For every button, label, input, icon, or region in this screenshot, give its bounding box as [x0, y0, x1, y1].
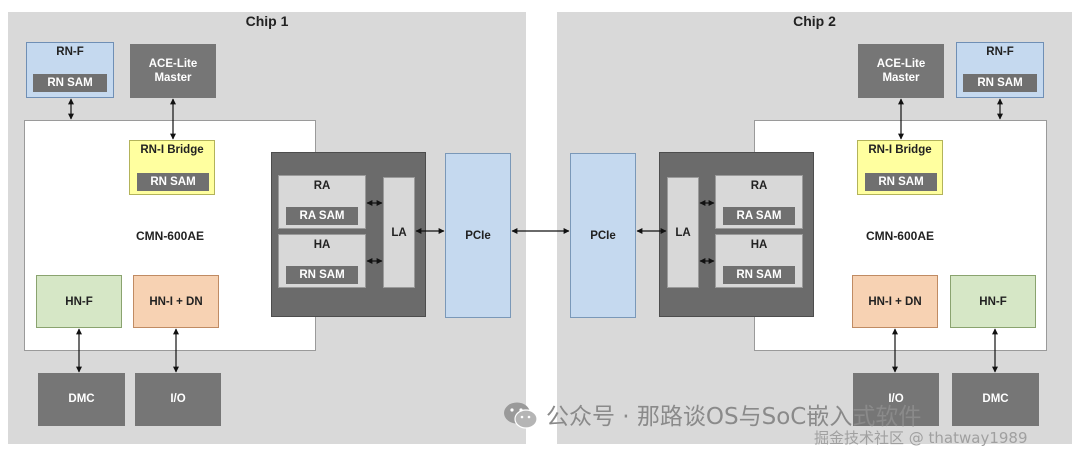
chip1-hnf-label: HN-F — [65, 295, 93, 308]
chip2-bridge-sam: RN SAM — [865, 173, 937, 191]
chip2-ra-label: RA — [750, 180, 768, 192]
chip2-ha-block: HA RN SAM — [715, 234, 803, 288]
chip1-bridge-sam: RN SAM — [137, 173, 209, 191]
chip2-la: LA — [667, 177, 699, 288]
chip1-bridge-label: RN-I Bridge — [140, 144, 204, 156]
chip2-dmc-label: DMC — [982, 393, 1009, 406]
watermark-line2: 掘金技术社区 @ thatway1989 — [814, 429, 1028, 447]
chip1-ha-block: HA RN SAM — [278, 234, 366, 288]
chip2-rni-bridge: RN-I Bridge RN SAM — [857, 140, 943, 195]
chip1-hni-dn: HN-I + DN — [133, 275, 219, 328]
chip2-ha-label: HA — [750, 239, 768, 251]
chip2-rnf-sam: RN SAM — [963, 74, 1037, 92]
chip1-rnf-sam: RN SAM — [33, 74, 107, 92]
chip2-title: Chip 2 — [793, 13, 836, 29]
chip2-cmn-label: CMN-600AE — [865, 229, 934, 243]
wechat-icon — [502, 400, 540, 430]
chip1-rnf-block: RN-F RN SAM — [26, 42, 114, 98]
chip2-ha-sam: RN SAM — [723, 266, 795, 284]
chip2-pcie: PCIe — [570, 153, 636, 318]
chip2-la-label: LA — [675, 226, 691, 239]
chip2-ace-label: ACE-Lite Master — [876, 57, 926, 84]
chip1-pcie: PCIe — [445, 153, 511, 318]
chip2-bridge-label: RN-I Bridge — [868, 144, 932, 156]
chip1-ace-label: ACE-Lite Master — [148, 57, 198, 84]
chip2-hni-dn: HN-I + DN — [852, 275, 938, 328]
chip1-rni-bridge: RN-I Bridge RN SAM — [129, 140, 215, 195]
chip1-cmn-label: CMN-600AE — [135, 229, 204, 243]
chip1-hnf: HN-F — [36, 275, 122, 328]
chip1-la-label: LA — [391, 226, 407, 239]
chip1-dmc: DMC — [38, 373, 125, 426]
chip2-hnf: HN-F — [950, 275, 1036, 328]
chip1-ha-label: HA — [313, 239, 331, 251]
chip2-ra-sam: RA SAM — [723, 207, 795, 225]
chip2-io-label: I/O — [888, 393, 904, 406]
watermark-line1: 公众号 · 那路谈OS与SoC嵌入式软件 — [546, 404, 922, 430]
watermark: 公众号 · 那路谈OS与SoC嵌入式软件 掘金技术社区 @ thatway198… — [502, 395, 1062, 455]
chip1-ra-sam: RA SAM — [286, 207, 358, 225]
chip2-pcie-label: PCIe — [590, 229, 616, 242]
chip1-la: LA — [383, 177, 415, 288]
chip1-ra-block: RA RA SAM — [278, 175, 366, 229]
chip2-io: I/O — [853, 373, 939, 426]
chip2-rnf-label: RN-F — [986, 46, 1014, 58]
chip2-hnf-label: HN-F — [979, 295, 1007, 308]
chip1-ace-lite-master: ACE-Lite Master — [130, 44, 216, 98]
chip1-dmc-label: DMC — [68, 393, 95, 406]
chip1-title: Chip 1 — [245, 13, 289, 29]
chip1-hni-label: HN-I + DN — [149, 295, 203, 308]
chip1-io: I/O — [135, 373, 221, 426]
chip1-ha-sam: RN SAM — [286, 266, 358, 284]
chip2-dmc: DMC — [952, 373, 1039, 426]
chip1-ra-label: RA — [313, 180, 331, 192]
chip2-rnf-block: RN-F RN SAM — [956, 42, 1044, 98]
chip2-ra-block: RA RA SAM — [715, 175, 803, 229]
chip1-pcie-label: PCIe — [465, 229, 491, 242]
chip2-hni-label: HN-I + DN — [868, 295, 922, 308]
chip1-rnf-label: RN-F — [56, 46, 84, 58]
chip2-ace-lite-master: ACE-Lite Master — [858, 44, 944, 98]
chip1-io-label: I/O — [170, 393, 186, 406]
